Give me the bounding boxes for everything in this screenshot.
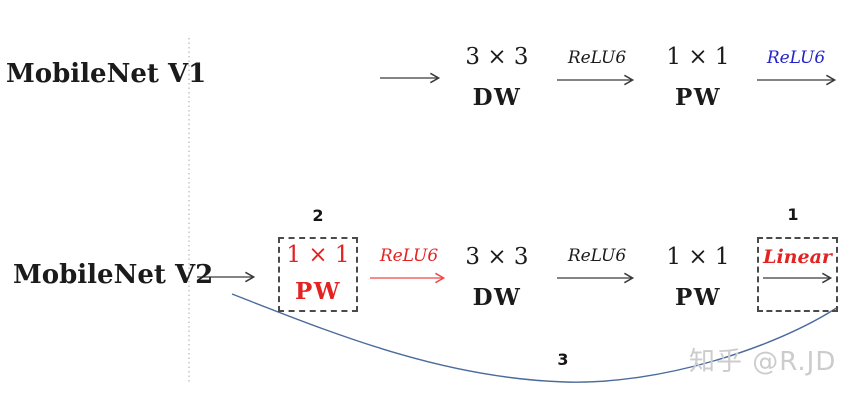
badge-step-3: 3 <box>557 350 569 369</box>
v2-linear-label: Linear <box>763 246 832 268</box>
v2-expand-kernel: 1 × 1 <box>286 242 350 268</box>
v2-relu6-label-after-dw: ReLU6 <box>567 246 627 266</box>
v1-relu6-label-after-dw: ReLU6 <box>567 48 627 68</box>
v1-dw-kernel: 3 × 3 <box>465 44 529 70</box>
mobilenet-v2-label: MobileNet V2 <box>13 260 214 290</box>
v2-dw-name: DW <box>472 284 522 311</box>
v2-dw-kernel: 3 × 3 <box>465 244 529 270</box>
v1-pw-name: PW <box>674 84 722 111</box>
v2-pw-name: PW <box>674 284 722 311</box>
v1-dw-name: DW <box>472 84 522 111</box>
v1-pw-kernel: 1 × 1 <box>666 44 730 70</box>
v2-linear-box: Linear <box>757 237 838 312</box>
watermark: 知乎 @R.JD <box>689 347 837 377</box>
badge-step-2: 2 <box>312 206 324 225</box>
v2-expand-box: 1 × 1 PW <box>278 237 358 312</box>
v2-expand-name: PW <box>294 278 342 305</box>
v2-pw-kernel: 1 × 1 <box>666 244 730 270</box>
badge-step-1: 1 <box>787 205 799 224</box>
mobilenet-v1-label: MobileNet V1 <box>6 59 207 89</box>
v2-relu6-label-after-expand: ReLU6 <box>379 246 439 266</box>
v1-relu6-label-after-pw: ReLU6 <box>766 48 826 68</box>
